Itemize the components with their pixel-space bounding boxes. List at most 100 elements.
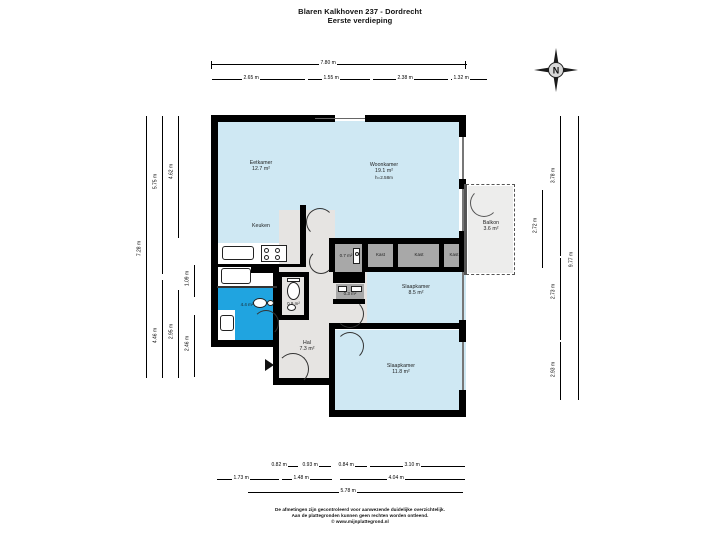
entrance-arrow-icon <box>265 358 275 371</box>
door-arc-hal-entry <box>277 353 309 385</box>
toilet-basin-icon <box>287 304 296 311</box>
bathroom-basin-2-icon <box>267 300 274 306</box>
meter-dial-icon <box>354 252 359 256</box>
dimtag-bot-r2-2: 1.48 m <box>292 475 311 482</box>
window-right-4 <box>461 342 464 390</box>
dimlineV-left-mid-1 <box>162 116 164 274</box>
dimtagV-left-in-1: 4.62 m <box>168 162 176 181</box>
dimlineV-left-in-3 <box>194 265 196 297</box>
tick-top-o-l <box>211 60 213 69</box>
dimension-chain-bottom: 0.82 m 0.93 m 0.84 m 3.10 m 1.73 m 1.48 … <box>215 458 485 498</box>
hob-burner-3 <box>264 255 269 260</box>
door-arc-balkon <box>470 189 498 217</box>
wall-bath-sep <box>217 286 277 288</box>
kastje-item-1 <box>338 286 347 292</box>
door-arc-hal-wc <box>309 250 333 274</box>
wall-right-upper-2 <box>459 179 466 189</box>
door-arc-slaapkamer2 <box>336 332 364 360</box>
compass-rose-icon: N <box>530 44 582 96</box>
dimtag-bot-r1-2: 0.93 m <box>301 462 320 469</box>
kitchen-sink-icon <box>222 246 254 260</box>
dimtag-top-seg-4: 1.32 m <box>452 75 471 82</box>
wall-interior-v5 <box>362 238 368 272</box>
dimtag-top-seg-3: 2.38 m <box>396 75 415 82</box>
dimtagV-left-mid-1: 5.75 m <box>152 172 160 191</box>
wall-right-lower <box>459 320 466 342</box>
wall-right-bottom <box>459 390 466 417</box>
toilet-bowl-icon <box>287 282 300 300</box>
wall-interior-h1 <box>329 238 466 244</box>
dimlineV-left-mid-2 <box>162 280 164 378</box>
dimtag-bot-r2-3: 4.04 m <box>387 475 406 482</box>
dimtagV-right-mid-2: 2.73 m <box>550 282 558 301</box>
wall-toilet-right <box>304 272 309 320</box>
floorplan-drawing: Eetkamer 12.7 m² Woonkamer 19.1 m² h=2.5… <box>205 110 525 420</box>
door-arc-slaapkamer1 <box>336 300 364 328</box>
dimtag-bot-r1-3: 0.84 m <box>337 462 356 469</box>
footer-disclaimer: De afmetingen zijn gecontroleerd voor aa… <box>0 507 720 526</box>
room-kast-1 <box>367 243 394 271</box>
dimlineV-left-in-1 <box>178 116 180 238</box>
footer-line-2: Aan de plattegronden kunnen geen rechten… <box>291 513 429 519</box>
wall-toilet-top <box>277 272 309 277</box>
wall-top-left <box>211 115 315 122</box>
balcony-left-wall <box>464 184 467 275</box>
wall-interior-h2 <box>362 267 466 272</box>
dimtag-bot-r2-1: 1.73 m <box>232 475 251 482</box>
hob-burner-4 <box>275 255 280 260</box>
toilet-cistern-icon <box>287 278 300 282</box>
dimlineV-right-in-1 <box>542 190 544 268</box>
footer-line-1: De afmetingen zijn gecontroleerd voor aa… <box>275 507 445 512</box>
wall-interior-v3 <box>329 326 335 417</box>
kastje-item-2 <box>351 286 362 292</box>
door-arc-keuken <box>306 208 334 236</box>
wall-interior-v1 <box>300 205 306 267</box>
wall-interior-h4 <box>277 315 309 320</box>
wall-counter-dark-2 <box>333 272 365 283</box>
dimtag-bot-r3-1: 5.78 m <box>339 488 358 495</box>
dimtag-bot-r1-4: 3.10 m <box>403 462 422 469</box>
dimtag-bot-r1-1: 0.82 m <box>270 462 289 469</box>
meter-cabinet-icon <box>353 248 360 264</box>
dimlineV-right-mid-3 <box>560 342 562 400</box>
room-kast-2 <box>397 243 441 271</box>
compass-north-label: N <box>553 66 560 76</box>
wall-closet-div-2 <box>439 238 444 272</box>
wall-left-outer <box>211 115 218 347</box>
dimension-chain-top: 7.80 m 2.65 m 1.55 m 2.38 m 1.32 m <box>200 55 490 85</box>
dimtagV-left-outer: 7.28 m <box>136 239 144 258</box>
wall-top-mid <box>315 115 335 122</box>
hob-burner-2 <box>275 247 280 253</box>
title-floor: Eerste verdieping <box>327 16 393 25</box>
wall-bottom-hal <box>273 378 335 385</box>
dimtagV-right-in-1: 2.72 m <box>532 216 540 235</box>
window-top-2 <box>335 117 365 119</box>
dimline-top-overall <box>212 64 467 66</box>
dimlineV-left-in-4 <box>194 315 196 377</box>
window-top-1 <box>315 117 335 119</box>
page-title: Blaren Kalkhoven 237 - Dordrecht Eerste … <box>0 7 720 25</box>
door-arc-badkamer <box>253 310 279 336</box>
dimension-chain-right: 2.72 m 3.78 m 2.73 m 2.93 m 9.77 m <box>528 110 588 400</box>
dimtagV-left-in-2: 2.95 m <box>168 322 176 341</box>
window-right-2 <box>461 189 464 231</box>
wall-right-upper <box>459 115 466 137</box>
wall-bottom-left <box>211 340 279 347</box>
wall-counter-dark-1 <box>251 265 279 273</box>
dimension-chain-left: 7.28 m 5.75 m 4.46 m 4.62 m 2.95 m 1.09 … <box>136 110 200 390</box>
tick-top-o-r <box>465 60 467 69</box>
dimtagV-left-mid-2: 4.46 m <box>152 326 160 345</box>
wall-bottom-right <box>329 410 466 417</box>
dimlineV-left-outer <box>146 116 148 378</box>
wall-interior-v4 <box>329 238 335 272</box>
wall-right-mid <box>459 231 466 272</box>
dimlineV-right-mid-1 <box>560 116 562 256</box>
bathroom-basin-icon <box>253 298 267 308</box>
dimtag-top-seg-1: 2.65 m <box>242 75 261 82</box>
wall-interior-h3 <box>329 323 466 329</box>
bathtub-icon <box>221 268 251 284</box>
dimtagV-right-outer: 9.77 m <box>568 250 576 269</box>
dimtagV-right-mid-1: 3.78 m <box>550 166 558 185</box>
dimtagV-left-in-4: 2.46 m <box>184 334 192 353</box>
